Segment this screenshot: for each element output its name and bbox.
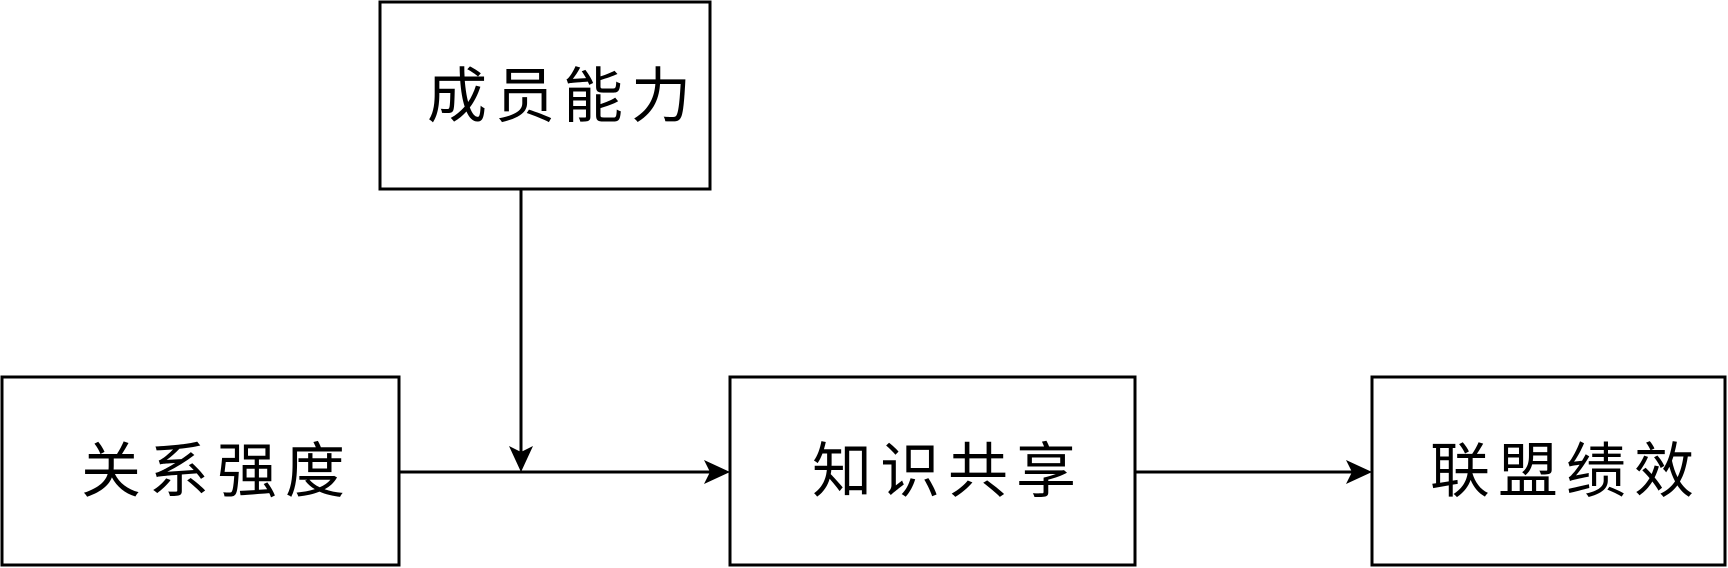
node-knowledge-sharing-label: 知识共享 [812, 437, 1084, 507]
node-member-ability-box [378, 0, 712, 191]
edge-moderator-member-ability [509, 190, 533, 472]
node-relationship-strength: 关系强度 [0, 375, 401, 567]
node-member-ability: 成员能力 [378, 0, 712, 191]
node-alliance-performance-box [1370, 375, 1727, 567]
edge-knowledge-to-performance [1136, 460, 1372, 484]
node-relationship-strength-label: 关系强度 [81, 437, 353, 507]
node-alliance-performance-label: 联盟绩效 [1430, 437, 1702, 507]
edge-relationship-to-knowledge-arrowhead [704, 460, 730, 484]
edge-moderator-member-ability-arrowhead [509, 446, 533, 472]
node-knowledge-sharing-box [728, 375, 1137, 567]
node-knowledge-sharing: 知识共享 [728, 375, 1137, 567]
edge-knowledge-to-performance-arrowhead [1346, 460, 1372, 484]
node-member-ability-label: 成员能力 [427, 62, 699, 132]
node-alliance-performance: 联盟绩效 [1370, 375, 1727, 567]
node-relationship-strength-box [0, 375, 401, 567]
edge-relationship-to-knowledge [400, 460, 730, 484]
